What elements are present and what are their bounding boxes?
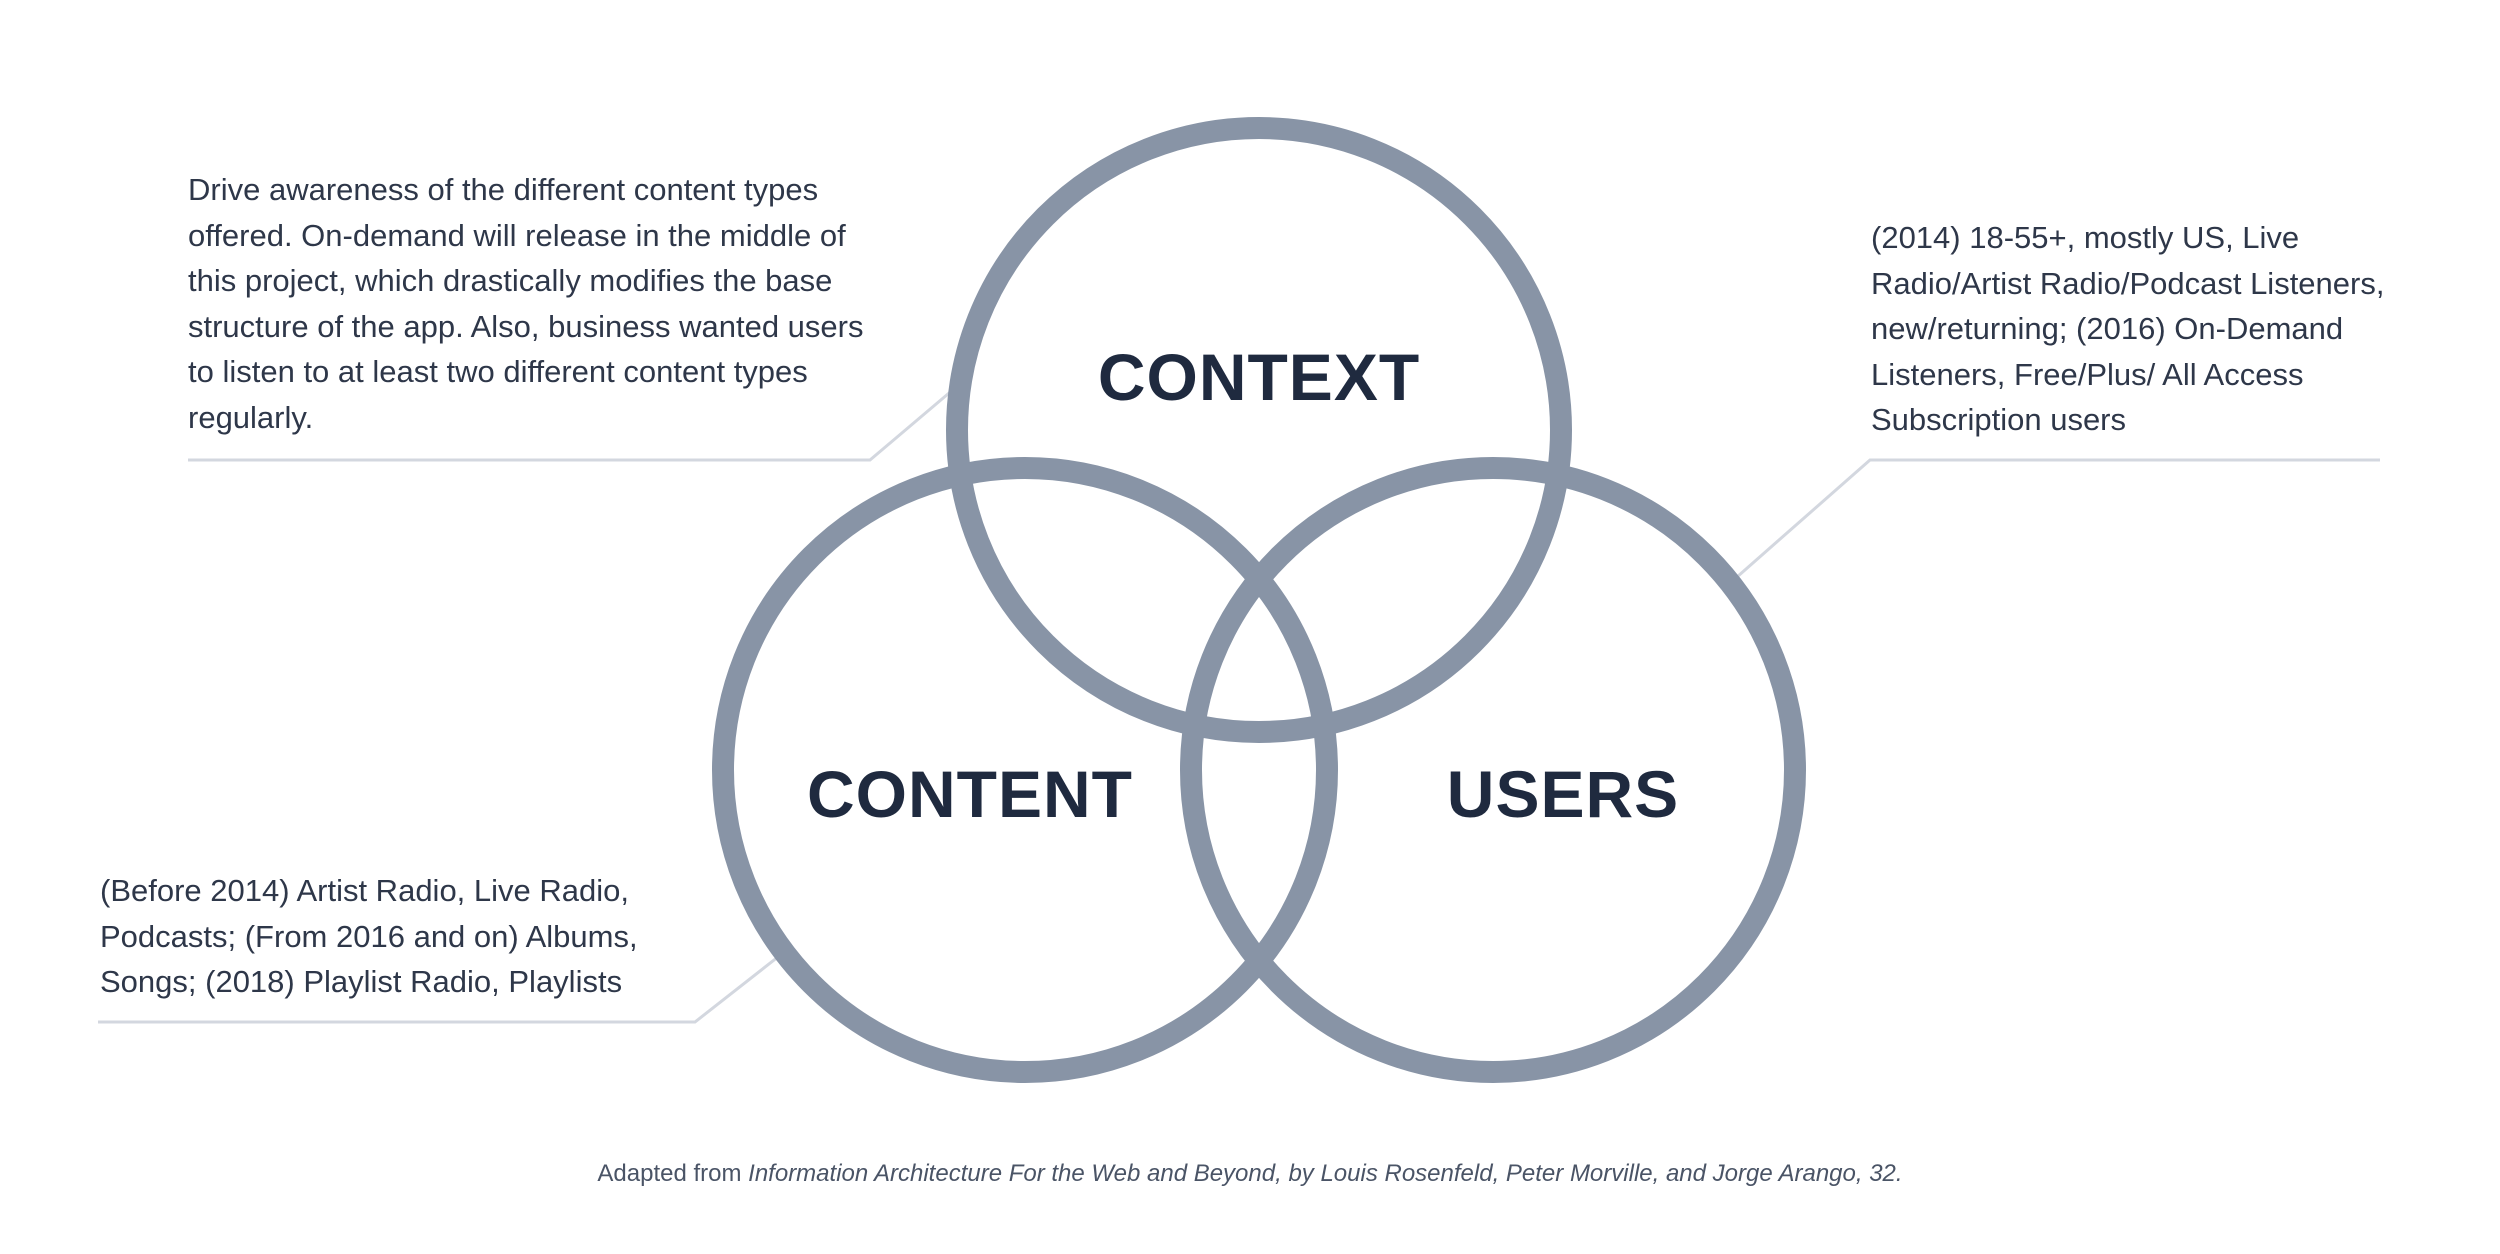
users-circle (1180, 457, 1806, 1083)
citation-book-title: Information Architecture For the Web and… (748, 1160, 1276, 1187)
context-description: Drive awareness of the different content… (188, 172, 864, 435)
users-label: USERS (1447, 757, 1679, 831)
users-leader-line (1736, 458, 2380, 579)
context-leader-line (188, 386, 956, 462)
content-label: CONTENT (807, 757, 1133, 831)
context-circle (946, 117, 1572, 743)
users-description: (2014) 18-55+, mostly US, Live Radio/Art… (1871, 220, 2385, 437)
citation-authors: , by Louis Rosenfeld, Peter Morville, an… (1275, 1160, 1903, 1187)
content-leader-line (98, 951, 784, 1024)
source-citation: Adapted from Information Architecture Fo… (0, 1160, 2500, 1188)
context-label: CONTEXT (1098, 340, 1420, 414)
content-description: (Before 2014) Artist Radio, Live Radio, … (100, 873, 638, 999)
citation-prefix: Adapted from (597, 1160, 749, 1187)
content-circle (712, 457, 1338, 1083)
